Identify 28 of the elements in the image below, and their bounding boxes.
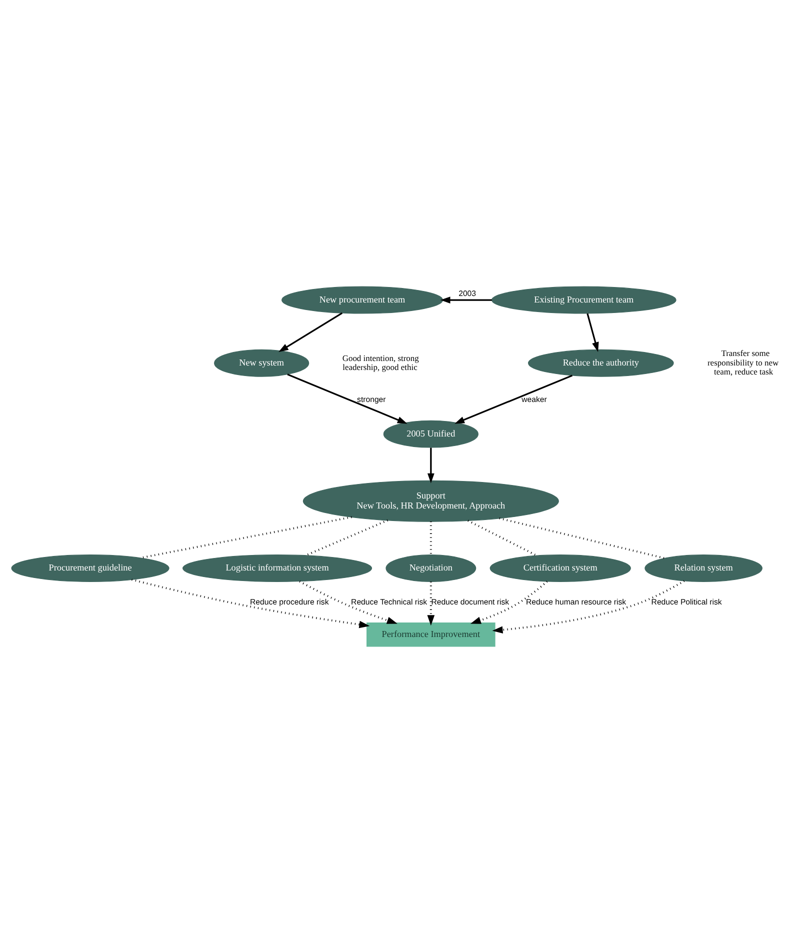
node-label: Good intention, strong leadership, good ethic (342, 352, 418, 372)
connector (498, 516, 664, 559)
node-ellipse: Negotiation (385, 554, 476, 582)
node-ellipse: Logistic information system (182, 554, 372, 582)
node-ellipse: Relation system (644, 554, 762, 582)
connector (467, 519, 537, 556)
arrow (130, 578, 370, 628)
node-ellipse: Support New Tools, HR Development, Approach (302, 480, 558, 522)
arrow (440, 296, 492, 303)
node-box: Performance Improvement (366, 622, 495, 646)
arrow (426, 447, 434, 483)
arrow (286, 373, 407, 424)
node-ellipse: Procurement guideline (10, 554, 169, 582)
node-ellipse: New procurement team (280, 286, 443, 314)
connector (304, 518, 388, 556)
node-ellipse: Reduce the authority (527, 348, 674, 376)
arrow (454, 374, 572, 424)
arrow (426, 581, 434, 626)
node-ellipse: 2005 Unified (382, 420, 478, 448)
node-ellipse: New system (214, 348, 309, 376)
node-ellipse: Existing Procurement team (490, 286, 676, 314)
node-ellipse: Certification system (489, 554, 630, 582)
node-label: Transfer some responsibility to new team, reduce task (706, 348, 778, 376)
arrow (586, 312, 598, 352)
arrow (298, 580, 397, 624)
arrow (278, 312, 342, 352)
arrow (470, 580, 548, 624)
arrow (492, 580, 684, 633)
